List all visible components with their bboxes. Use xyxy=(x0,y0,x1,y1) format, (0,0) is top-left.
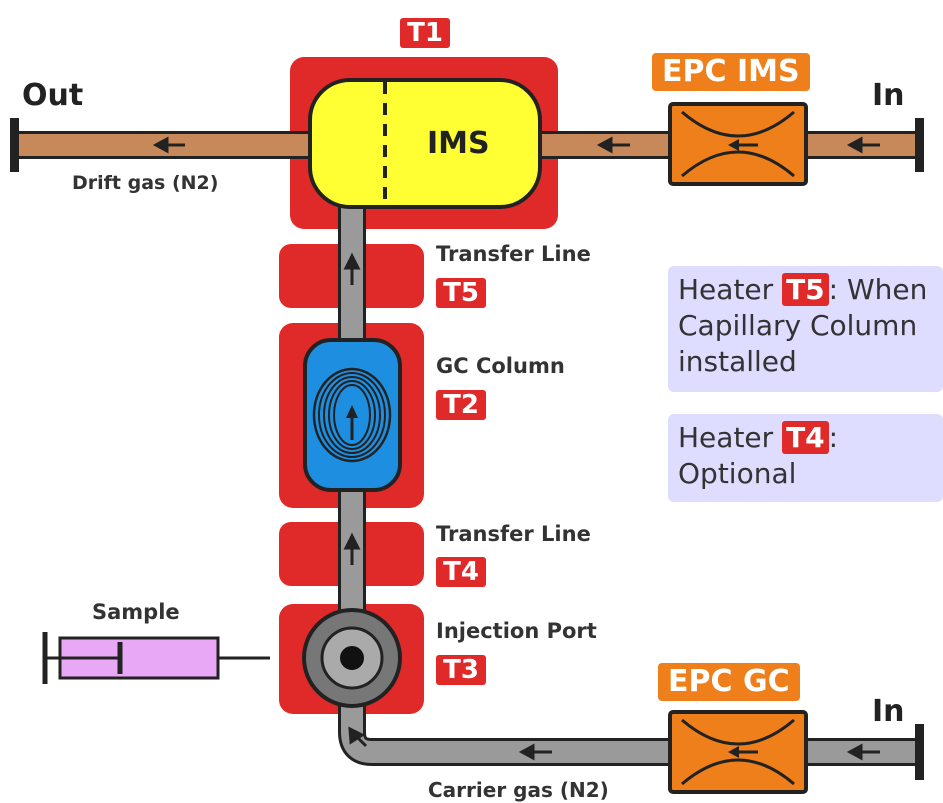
epc-gc-label: EPC GC xyxy=(658,663,800,701)
ims-label: IMS xyxy=(427,126,490,161)
drift-gas-label: Drift gas (N2) xyxy=(72,172,219,194)
heater-tag-t1: T1 xyxy=(400,18,450,48)
heater-tag-t2: T2 xyxy=(436,390,486,420)
note-heater-t5: Heater T5: When Capillary Column install… xyxy=(668,266,943,392)
transfer-line-top-label: Transfer Line xyxy=(436,242,591,266)
carrier-flow-arrows xyxy=(343,252,880,761)
gc-column xyxy=(303,338,402,492)
in-top-label: In xyxy=(872,78,905,113)
sample-label: Sample xyxy=(92,600,180,624)
injection-port-label: Injection Port xyxy=(436,619,597,643)
transfer-line-bottom-label: Transfer Line xyxy=(436,522,591,546)
note-t4-text: : Optional xyxy=(678,421,839,490)
note-t5-tag: T5 xyxy=(782,273,829,306)
heater-tag-t5: T5 xyxy=(436,278,486,308)
sample-syringe xyxy=(42,632,270,684)
out-endcap xyxy=(10,118,19,172)
carrier-gas-label: Carrier gas (N2) xyxy=(428,778,609,802)
note-heater-t4: Heater T4: Optional xyxy=(668,414,943,502)
gc-column-label: GC Column xyxy=(436,354,565,378)
drift-flow-arrows xyxy=(152,136,880,154)
injection-port xyxy=(302,608,402,708)
in-bottom-label: In xyxy=(872,694,905,729)
epc-ims-regulator xyxy=(668,102,808,186)
in-top-endcap xyxy=(915,118,924,172)
heater-tag-t4: T4 xyxy=(436,557,486,587)
note-t5-text: : When Capillary Column installed xyxy=(678,273,928,378)
out-label: Out xyxy=(22,78,84,113)
ims-chamber xyxy=(308,78,542,209)
in-bottom-endcap xyxy=(915,724,924,780)
epc-gc-regulator xyxy=(668,710,808,794)
heater-tag-t3: T3 xyxy=(436,655,486,685)
note-t4-tag: T4 xyxy=(782,421,829,454)
note-t4-prefix: Heater xyxy=(678,421,774,454)
note-t5-prefix: Heater xyxy=(678,273,774,306)
epc-ims-label: EPC IMS xyxy=(652,53,810,91)
